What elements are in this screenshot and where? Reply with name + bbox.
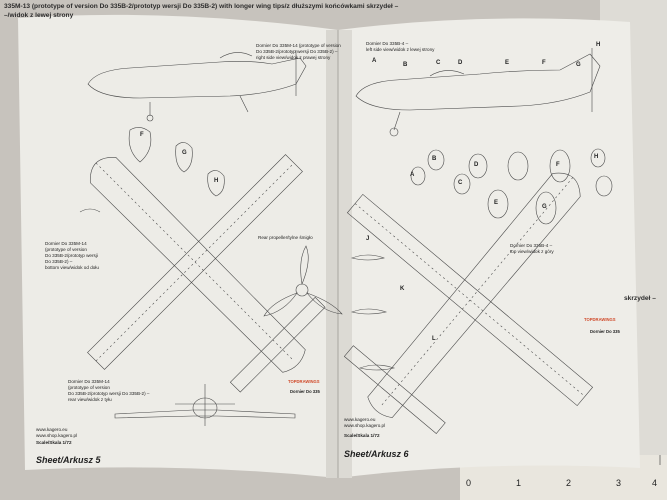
wing-letter-k: K	[400, 286, 405, 292]
rear-view-caption-2: (prototype of version	[68, 385, 110, 390]
section-mid-f: F	[556, 162, 560, 168]
bottom-view-caption-3: Do 335B-2/prototyp wersji	[45, 253, 98, 258]
left-side-view-caption-1: Dornier Do 335M-14 (prototype of version	[256, 43, 341, 48]
station-letter-e: E	[505, 60, 510, 66]
rear-propeller	[263, 245, 343, 317]
right-brand: TOPDRAWINGS	[584, 317, 616, 322]
top-caption-line-1: 335M-13 (prototype of version Do 335B-2/…	[4, 3, 399, 10]
section-mid-c: C	[458, 180, 463, 186]
section-letter-f: F	[140, 132, 144, 138]
section-mid-e: E	[494, 200, 499, 206]
bottom-view-caption-5: bottom view/widok od dołu	[45, 265, 99, 270]
left-sheet-number: Sheet/Arkusz 5	[36, 455, 101, 465]
right-top-view-caption-1: Dornier Do 335B-4 –	[510, 243, 553, 248]
station-letter-a: A	[372, 58, 377, 64]
rear-view-aircraft	[114, 384, 296, 426]
section-letter-h: H	[214, 178, 219, 184]
wing-letter-l: L	[432, 336, 436, 342]
station-letter-d: D	[458, 60, 463, 66]
left-side-view-fuselage	[87, 57, 307, 99]
left-side-view-caption-2: Do 335B-2/prototyp wersji Do 335B-2) –	[256, 49, 338, 54]
left-model: Dornier Do 335	[290, 389, 320, 394]
station-letter-g: G	[576, 62, 581, 68]
right-side-view-fuselage	[355, 53, 601, 111]
section-mid-a: A	[410, 172, 415, 178]
left-bottom-view-aircraft	[87, 154, 326, 393]
right-website-2: www.shop.kagero.pl	[344, 423, 386, 428]
right-top-view-caption-2: top view/widok z góry	[510, 249, 554, 254]
rear-view-caption-3: Do 335B-2/prototyp wersji Do 335B-2) –	[68, 391, 150, 396]
left-scale: Scale/Skala 1/72	[36, 440, 72, 445]
bottom-view-caption-4: Do 335B-2) –	[45, 259, 73, 264]
ruler-number-2: 2	[566, 478, 572, 488]
propeller-caption: Rear propeller/tylne śmigło	[258, 235, 313, 240]
right-model: Dornier Do 335	[590, 329, 620, 334]
bottom-view-caption-2: (prototype of version	[45, 247, 87, 252]
section-mid-h: H	[594, 154, 599, 160]
station-letter-h: H	[596, 42, 601, 48]
left-website-2: www.shop.kagero.pl	[36, 433, 78, 438]
right-scale: Scale/Skala 1/72	[344, 433, 380, 438]
ruler-number-1: 1	[516, 478, 522, 488]
section-mid-g: G	[542, 204, 547, 210]
section-mid-d: D	[474, 162, 479, 168]
left-page	[18, 14, 338, 478]
right-side-view-caption-2: left side view/widok z lewej strony	[366, 47, 435, 52]
station-letter-b: B	[403, 62, 408, 68]
right-page	[338, 18, 640, 479]
rear-view-caption-4: rear view/widok z tyłu	[68, 397, 112, 402]
rear-view-caption-1: Dornier Do 335M-14	[68, 379, 110, 384]
right-website-1: www.kagero.eu	[344, 417, 376, 422]
left-website-1: www.kagero.eu	[36, 427, 68, 432]
ruler-number-0: 0	[466, 478, 472, 488]
station-letter-c: C	[436, 60, 441, 66]
ruler-number-3: 3	[616, 478, 622, 488]
right-side-view-caption-1: Dornier Do 335B-4 –	[366, 41, 409, 46]
section-letter-g: G	[182, 150, 187, 156]
bottom-view-caption-1: Dornier Do 335M-14	[45, 241, 87, 246]
wing-letter-j: J	[366, 236, 370, 242]
station-letter-f: F	[542, 60, 546, 66]
section-mid-b: B	[432, 156, 437, 162]
left-side-view-caption-3: right side view/widok z prawej strony	[256, 55, 331, 60]
top-caption-line-2: –/widok z lewej strony	[4, 12, 74, 19]
ruler-number-4: 4	[652, 478, 658, 488]
left-brand: TOPDRAWINGS	[288, 379, 320, 384]
right-sheet-number: Sheet/Arkusz 6	[344, 449, 409, 459]
right-page-edge-text: skrzydeł –	[624, 295, 656, 302]
